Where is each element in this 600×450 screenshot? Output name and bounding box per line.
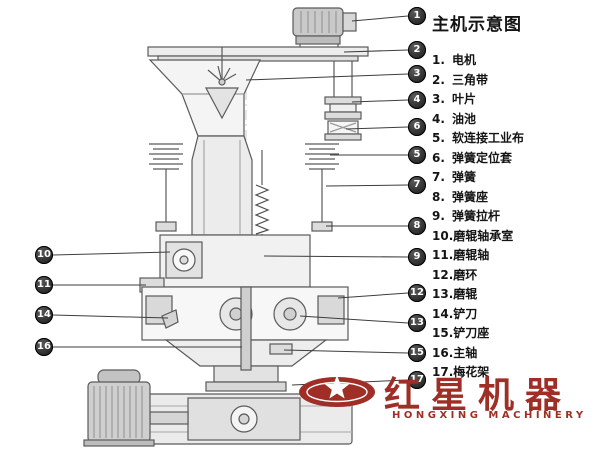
legend-item: 4.油池 [432, 111, 477, 126]
callout-11: 11 [35, 276, 53, 294]
legend-item: 15.铲刀座 [432, 326, 490, 340]
legend-item: 10.磨辊轴承室 [432, 228, 514, 243]
legend-item: 7.弹簧 [432, 170, 477, 184]
callout-9: 9 [408, 248, 426, 266]
legend-item: 16.主轴 [432, 345, 478, 360]
callout-6: 6 [408, 118, 426, 136]
callout-2: 2 [408, 41, 426, 59]
watermark: 红星机器 HONGXING MACHINERY [296, 364, 596, 438]
machine-drawing [83, 7, 369, 447]
callout-7: 7 [408, 176, 426, 194]
legend-item: 1.电机 [432, 53, 477, 67]
callout-17: 17 [408, 371, 426, 389]
callout-3: 3 [408, 65, 426, 83]
callout-12: 12 [408, 284, 426, 302]
legend-item: 12.磨环 [432, 267, 478, 282]
callout-16: 16 [35, 338, 53, 356]
legend-item: 14.铲刀 [432, 306, 478, 321]
callout-10: 10 [35, 246, 53, 264]
legend-item: 8.弹簧座 [432, 189, 489, 204]
legend-title: 主机示意图 [432, 15, 522, 35]
callout-15: 15 [408, 344, 426, 362]
hongxing-star-logo [299, 375, 375, 407]
brand-name-en: HONGXING MACHINERY [392, 410, 587, 421]
legend-item: 9.弹簧拉杆 [432, 209, 501, 223]
callout-1: 1 [408, 7, 426, 25]
legend-list: 1.电机 2.三角带 3.叶片 4.油池 5.软连接工业布 6.弹簧定位套 7.… [432, 51, 598, 383]
legend-item: 13.磨辊 [432, 287, 478, 301]
callout-5: 5 [408, 146, 426, 164]
legend-item: 11.磨辊轴 [432, 248, 490, 262]
legend-item: 5.软连接工业布 [432, 131, 525, 145]
callout-8: 8 [408, 217, 426, 235]
callout-14: 14 [35, 306, 53, 324]
legend-item: 17.梅花架 [432, 365, 490, 379]
brand-name-cn: 红星机器 [384, 375, 573, 416]
legend-item: 2.三角带 [432, 72, 489, 87]
parts-legend: 主机示意图 1.电机 2.三角带 3.叶片 4.油池 5.软连接工业布 6.弹簧… [432, 8, 598, 383]
callout-13: 13 [408, 314, 426, 332]
legend-item: 6.弹簧定位套 [432, 150, 513, 165]
callout-4: 4 [408, 91, 426, 109]
legend-item: 3.叶片 [432, 92, 477, 106]
